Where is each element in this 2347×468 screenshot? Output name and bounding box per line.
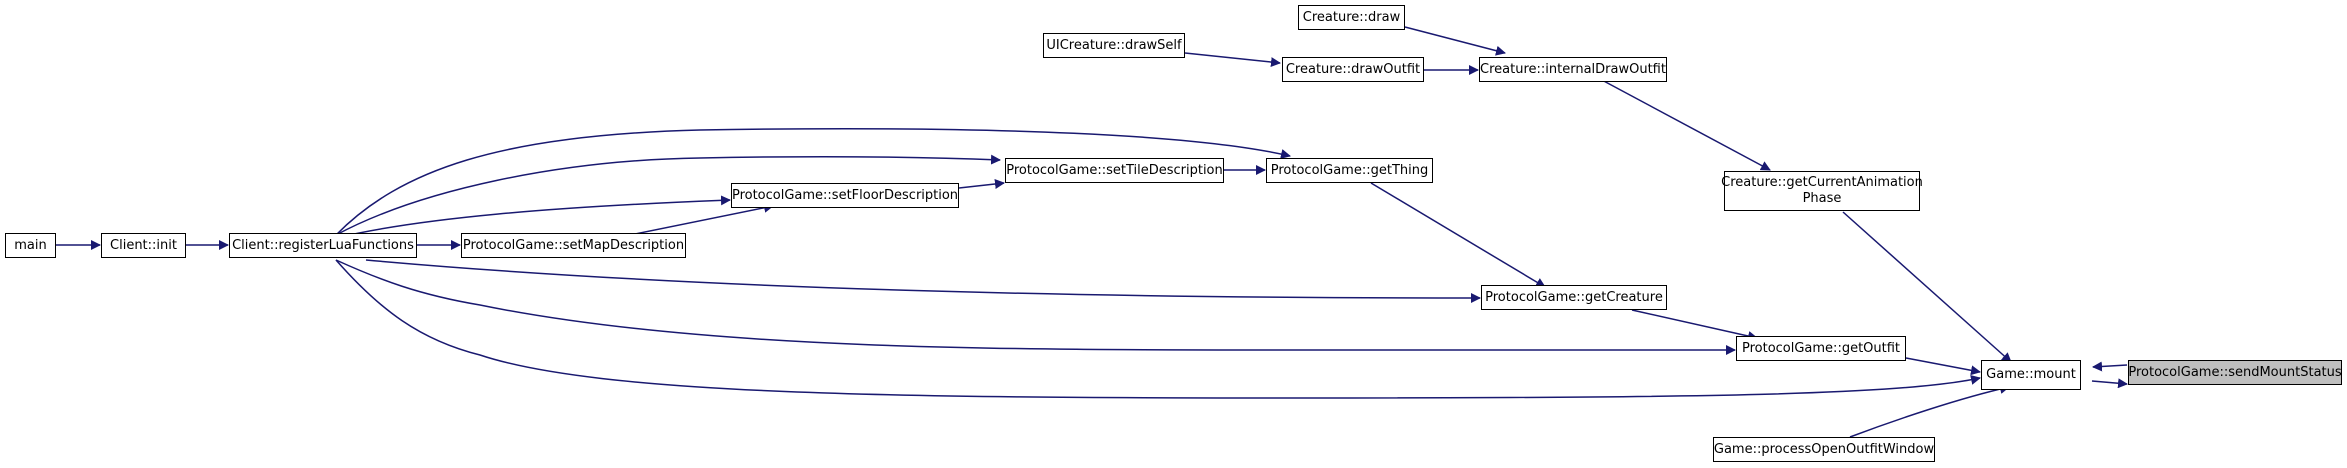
edge-registerlua-to-getthing <box>335 127 1291 236</box>
node-creature-draw[interactable]: Creature::draw <box>1298 5 1405 30</box>
node-protocolgame-getcreature[interactable]: ProtocolGame::getCreature <box>1481 285 1667 310</box>
node-main[interactable]: main <box>5 233 56 258</box>
edge-setfloor-to-settile <box>958 179 1005 189</box>
edge-getoutfit-to-mount <box>1905 357 1981 376</box>
edge-getthing-to-getcreature <box>1370 182 1546 288</box>
node-creature-drawoutfit[interactable]: Creature::drawOutfit <box>1282 57 1424 82</box>
edge-registerlua-to-mount <box>335 259 1981 399</box>
node-protocolgame-settiledescription[interactable]: ProtocolGame::setTileDescription <box>1005 158 1224 183</box>
node-client-init[interactable]: Client::init <box>101 233 186 258</box>
edge-registerlua-to-getoutfit <box>335 259 1736 355</box>
edge-setmap-to-setfloor <box>619 202 774 238</box>
node-protocolgame-sendmountstatus: ProtocolGame::sendMountStatus <box>2128 360 2342 385</box>
node-creature-getcurrentanimationphase[interactable]: Creature::getCurrentAnimation Phase <box>1721 171 1923 211</box>
node-protocolgame-getoutfit[interactable]: ProtocolGame::getOutfit <box>1736 336 1906 361</box>
edge-registerlua-to-settile <box>335 154 1001 236</box>
edge-mount-to-sendmountstatus <box>2091 378 2128 389</box>
edge-creaturedraw-to-internaldraw <box>1404 26 1506 56</box>
edge-sendmountstatus-to-mount <box>2092 361 2128 372</box>
node-protocolgame-setfloordescription[interactable]: ProtocolGame::setFloorDescription <box>731 183 959 208</box>
node-protocolgame-getthing[interactable]: ProtocolGame::getThing <box>1266 158 1433 183</box>
node-game-mount[interactable]: Game::mount <box>1981 360 2081 390</box>
edge-registerlua-to-setfloor <box>335 195 731 239</box>
edge-processoutfit-to-mount <box>1849 384 2010 438</box>
node-creature-internaldrawoutfit[interactable]: Creature::internalDrawOutfit <box>1479 57 1667 82</box>
edge-uidrawself-to-drawoutfit <box>1184 52 1281 68</box>
edge-internaldraw-to-animphase <box>1599 78 1771 171</box>
edge-getcreature-to-getoutfit <box>1631 309 1758 341</box>
edge-animphase-to-mount <box>1842 211 2012 363</box>
node-protocolgame-setmapdescription[interactable]: ProtocolGame::setMapDescription <box>461 233 686 258</box>
edge-registerlua-to-getcreature <box>365 259 1481 303</box>
node-game-processopenoutfitwindow[interactable]: Game::processOpenOutfitWindow <box>1713 437 1935 462</box>
node-client-registerluafunctions[interactable]: Client::registerLuaFunctions <box>229 233 417 258</box>
node-uicreature-drawself[interactable]: UICreature::drawSelf <box>1043 33 1185 58</box>
